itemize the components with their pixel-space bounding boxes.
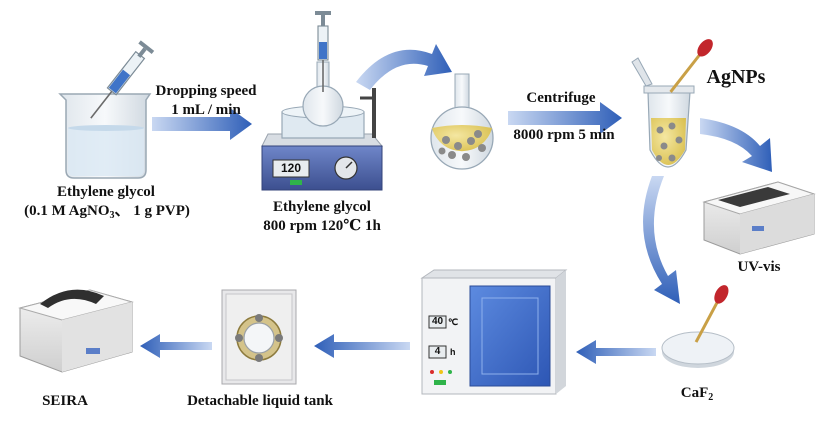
stirrer-label-line1: Ethylene glycol	[273, 199, 371, 215]
arrow-centrifuge	[508, 102, 622, 134]
drying-oven-icon	[420, 269, 568, 395]
beaker-label-line1: Ethylene glycol	[57, 184, 155, 200]
arrow-curved	[356, 44, 452, 90]
uv-vis-spectrometer-icon	[702, 181, 816, 255]
oven-time-display: 4	[434, 346, 441, 357]
stirrer-label-line2: 800 rpm 120℃ 1h	[263, 218, 381, 234]
centrifuge-tube-icon	[631, 57, 695, 168]
caf2-label-main: CaF	[680, 385, 709, 401]
caf2-label: CaF2	[672, 384, 722, 407]
uvvis-label: UV-vis	[737, 259, 781, 275]
arrow-dropping	[152, 108, 252, 140]
dropper-caf2-icon	[694, 285, 729, 343]
beaker-icon	[58, 93, 152, 179]
agnps-label: AgNPs	[706, 66, 766, 88]
centrifuge-speed-label: 8000 rpm 5 min	[513, 127, 615, 143]
tank-label: Detachable liquid tank	[187, 393, 333, 409]
beaker-label-line2-a: (0.1 M AgNO	[24, 203, 110, 219]
magnetic-stirrer-icon	[261, 88, 384, 191]
caf2-window-icon	[661, 331, 735, 368]
vertical-syringe-icon	[315, 11, 331, 92]
dropping-rate-label: 1 mL / min	[171, 102, 241, 118]
arrow-to-oven	[576, 340, 656, 364]
caf2-label-subscript: 2	[708, 392, 714, 403]
dropper-icon	[669, 39, 713, 93]
liquid-tank-icon	[221, 289, 297, 385]
oven-temp-display: 40	[431, 316, 444, 327]
flask-particles-icon	[430, 73, 494, 170]
arrow-to-uvvis	[700, 118, 772, 172]
arrow-to-caf2	[643, 176, 680, 304]
seira-label: SEIRA	[42, 393, 88, 409]
beaker-label-subscript: 3	[109, 210, 115, 221]
seira-spectrometer-icon	[18, 289, 134, 373]
arrow-to-seira	[140, 334, 212, 358]
syringe-icon	[90, 40, 155, 119]
arrow-to-tank	[314, 334, 410, 358]
centrifuge-label: Centrifuge	[526, 90, 596, 106]
dropping-speed-label: Dropping speed	[155, 83, 257, 99]
beaker-label-line2: (0.1 M AgNO3、 1 g PVP)	[4, 202, 210, 225]
stirrer-temp-display: 120	[280, 161, 302, 175]
oven-temp-unit: ℃	[448, 317, 459, 327]
oven-time-unit: h	[450, 347, 456, 357]
beaker-label-line2-b: 、 1 g PVP)	[114, 203, 190, 219]
